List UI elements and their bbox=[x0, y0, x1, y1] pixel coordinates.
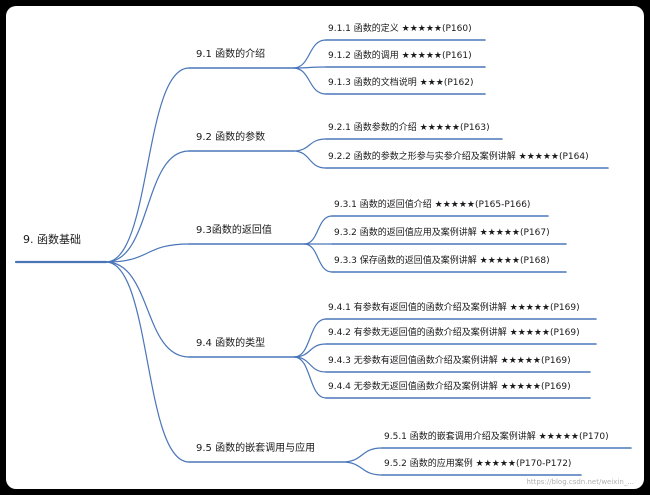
section-2-to-leaf-2 bbox=[292, 150, 327, 169]
section-4-to-leaf-2 bbox=[293, 343, 327, 358]
mindmap-connectors bbox=[14, 39, 632, 476]
section-topic-4: 9.4 函数的类型 bbox=[196, 338, 266, 349]
leaf-topic-4-3: 9.4.3 无参数有返回值函数介绍及案例讲解 ★★★★★(P169) bbox=[328, 356, 571, 366]
section-3-to-leaf-3 bbox=[303, 243, 333, 273]
root-to-section-1 bbox=[105, 67, 190, 263]
leaf-topic-3-3: 9.3.3 保存函数的返回值及案例讲解 ★★★★★(P168) bbox=[334, 256, 550, 266]
section-2-to-leaf-1 bbox=[292, 138, 327, 152]
section-topic-3: 9.3函数的返回值 bbox=[196, 225, 272, 236]
root-topic: 9. 函数基础 bbox=[23, 233, 81, 246]
section-topic-5: 9.5 函数的嵌套调用与应用 bbox=[196, 443, 316, 454]
leaf-topic-3-2: 9.3.2 函数的返回值应用及案例讲解 ★★★★★(P167) bbox=[334, 228, 550, 238]
leaf-topic-4-2: 9.4.2 有参数无返回值的函数介绍及案例讲解 ★★★★★(P169) bbox=[328, 328, 580, 338]
leaf-topic-1-1: 9.1.1 函数的定义 ★★★★★(P160) bbox=[328, 24, 472, 34]
leaf-topic-5-2: 9.5.2 函数的应用案例 ★★★★★(P170-P172) bbox=[384, 459, 572, 469]
leaf-topic-3-1: 9.3.1 函数的返回值介绍 ★★★★★(P165-P166) bbox=[334, 200, 531, 210]
leaf-topic-2-1: 9.2.1 函数参数的介绍 ★★★★★(P163) bbox=[328, 123, 490, 133]
section-4-to-leaf-4 bbox=[293, 356, 327, 399]
root-to-section-4 bbox=[105, 261, 190, 358]
root-to-section-5 bbox=[105, 261, 190, 463]
root-to-section-3 bbox=[105, 243, 190, 263]
leaf-topic-1-3: 9.1.3 函数的文档说明 ★★★(P162) bbox=[328, 78, 474, 88]
leaf-topic-5-1: 9.5.1 函数的嵌套调用介绍及案例讲解 ★★★★★(P170) bbox=[384, 432, 609, 442]
root-to-section-2 bbox=[105, 150, 190, 263]
section-topic-2: 9.2 函数的参数 bbox=[196, 132, 266, 143]
leaf-topic-1-2: 9.1.2 函数的调用 ★★★★★(P161) bbox=[328, 51, 472, 61]
watermark: https://blog.csdn.net/weixin_... bbox=[526, 478, 634, 486]
leaf-topic-4-4: 9.4.4 无参数无返回值函数介绍及案例讲解 ★★★★★(P169) bbox=[328, 382, 571, 392]
section-3-to-leaf-1 bbox=[303, 215, 333, 245]
section-4-to-leaf-3 bbox=[293, 356, 327, 373]
section-4-to-leaf-1 bbox=[293, 318, 327, 358]
leaf-topic-2-2: 9.2.2 函数的参数之形参与实参介绍及案例讲解 ★★★★★(P164) bbox=[328, 152, 589, 162]
section-1-to-leaf-3 bbox=[292, 67, 327, 95]
section-topic-1: 9.1 函数的介绍 bbox=[196, 49, 266, 60]
section-5-to-leaf-2 bbox=[341, 461, 383, 476]
mindmap-canvas: 9. 函数基础 9.1 函数的介绍 9.1.1 函数的定义 ★★★★★(P160) 9… bbox=[6, 6, 644, 489]
section-5-to-leaf-1 bbox=[341, 447, 383, 463]
leaf-topic-4-1: 9.4.1 有参数有返回值的函数介绍及案例讲解 ★★★★★(P169) bbox=[328, 303, 580, 313]
section-1-to-leaf-1 bbox=[292, 39, 327, 69]
